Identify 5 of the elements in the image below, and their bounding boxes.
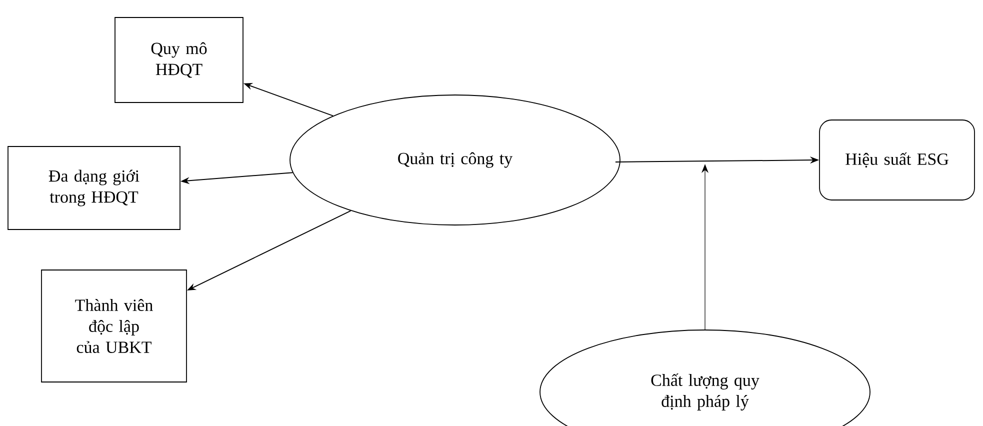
- text-box: Thành viên độc lập của UBKT: [41, 270, 187, 382]
- ellipse-node: Quản trị công ty: [290, 94, 620, 226]
- rounded-box: Hiệu suất ESG: [819, 120, 975, 200]
- text-box: Đa dạng giới trong HĐQT: [8, 146, 180, 230]
- text-box: Quy mô HĐQT: [114, 17, 244, 103]
